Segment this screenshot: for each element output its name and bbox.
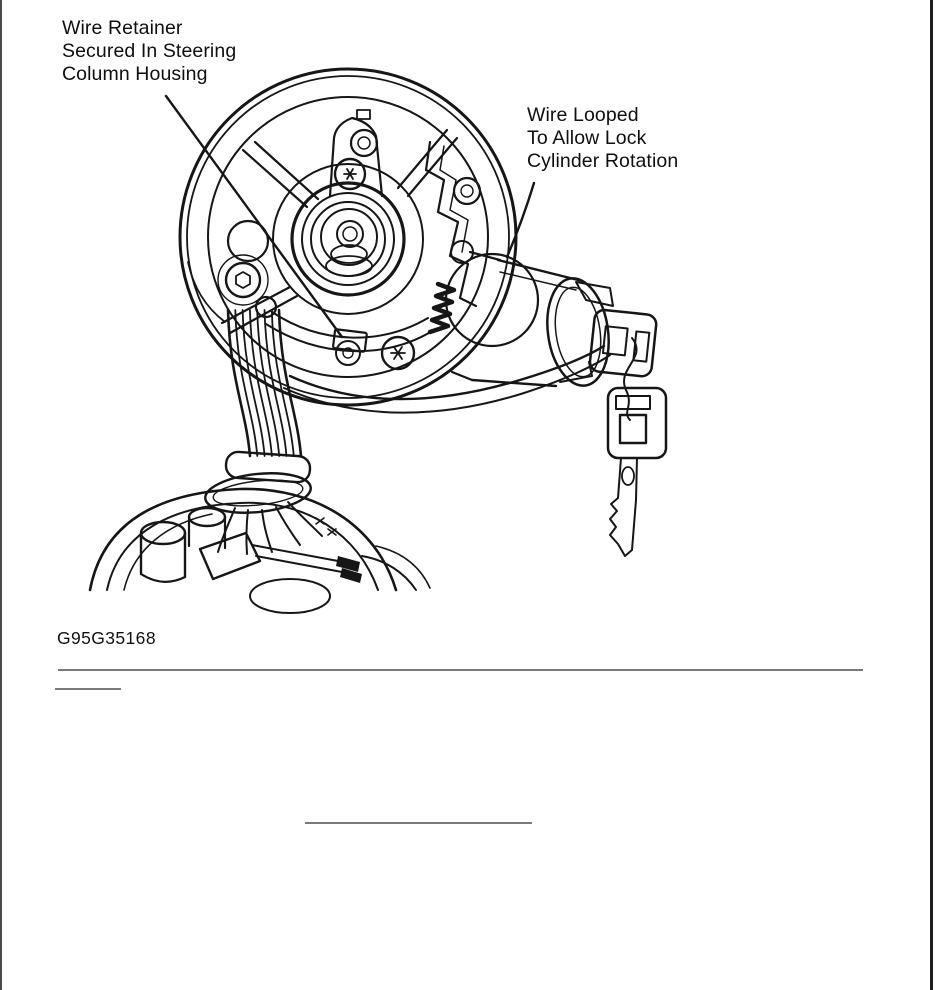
steering-column-lock-illustration [88, 67, 668, 614]
bottom-torx-screw [380, 335, 416, 371]
callout-wire-retainer: Wire Retainer Secured In Steering Column… [62, 17, 237, 85]
plate-hole [226, 219, 270, 263]
page-border-left [0, 0, 2, 990]
terminal-leads [251, 517, 362, 583]
key-blade [609, 457, 638, 557]
steering-column-housing [178, 67, 611, 414]
callout-leader-lines [164, 94, 536, 339]
harness-wrap-ring [204, 472, 312, 514]
leader-line-wire-looped [505, 181, 536, 259]
coiled-wire-spring [427, 281, 457, 335]
left-hex-screw [217, 254, 269, 306]
horizontal-rule-long [58, 669, 863, 671]
inserted-key-head [588, 308, 658, 378]
ignition-switch-assembly [88, 487, 431, 614]
bottom-small-screw [335, 340, 361, 366]
switch-drum-2 [187, 506, 227, 550]
wiring-harness [204, 308, 323, 555]
torx-screw-icon [343, 168, 357, 180]
page-border-right [930, 0, 933, 990]
harness-exit-boss [254, 295, 278, 319]
leader-line-wire-retainer [164, 94, 344, 339]
wire-retainer-clip [332, 328, 368, 353]
lock-cylinder [427, 250, 614, 388]
figure-code: G95G35168 [57, 628, 156, 648]
switch-connector-block [198, 531, 262, 581]
key-ring-wire [623, 337, 638, 421]
callout-wire-looped: Wire Looped To Allow Lock Cylinder Rotat… [527, 104, 679, 172]
switch-drum-1 [139, 520, 187, 583]
top-screw-boss [328, 109, 384, 198]
ignition-keys [588, 308, 668, 557]
horizontal-rule-short [55, 688, 121, 690]
wire-loop-circle [444, 252, 540, 348]
spare-key [606, 386, 668, 557]
horizontal-rule-center [305, 822, 532, 824]
